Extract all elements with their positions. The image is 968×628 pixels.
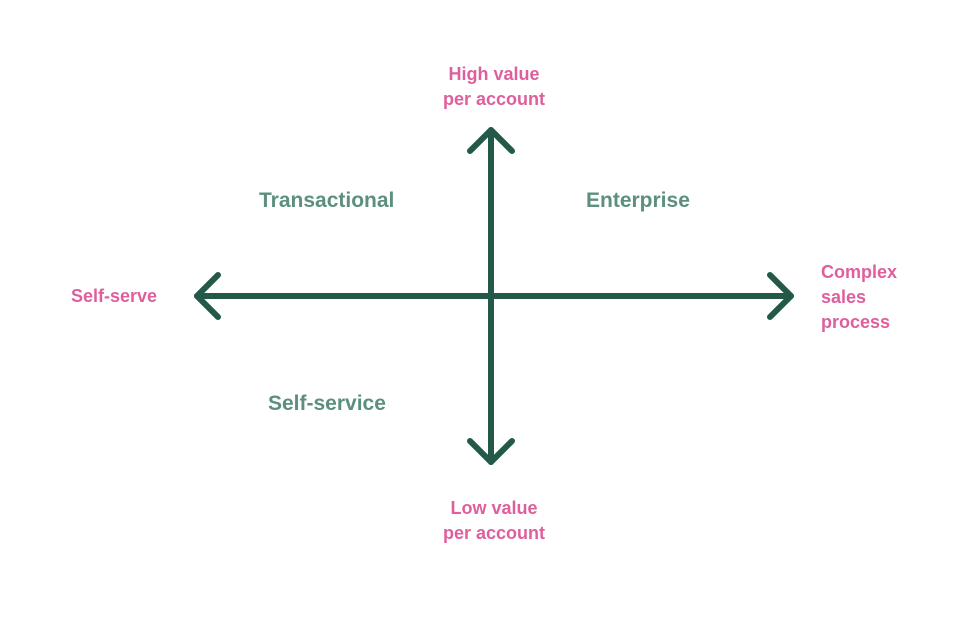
arrow-left-icon (194, 272, 221, 320)
left-axis-label-line: Self-serve (71, 286, 158, 306)
bottom-axis-label-line: Low value (450, 498, 538, 518)
right-axis-label-line: sales (821, 287, 867, 307)
arrow-right-icon (767, 272, 794, 320)
arrow-down-icon (467, 438, 515, 465)
top-axis-label-line: per account (442, 89, 546, 109)
quadrant-label-top-left: Transactional (259, 189, 395, 212)
top-axis-label-line: High value (448, 64, 540, 84)
right-axis-label-line: process (821, 312, 891, 332)
bottom-axis-label: Low value per account (438, 496, 550, 546)
top-axis-label: High value per account (438, 62, 550, 112)
quadrant-label-bottom-left: Self-service (268, 392, 386, 415)
right-axis-label: Complex sales process (821, 260, 897, 335)
quadrant-label-top-right: Enterprise (586, 189, 690, 212)
bottom-axis-label-line: per account (442, 523, 546, 543)
arrow-up-icon (467, 127, 515, 154)
right-axis-label-line: Complex (821, 262, 898, 282)
left-axis-label: Self-serve (71, 284, 157, 309)
